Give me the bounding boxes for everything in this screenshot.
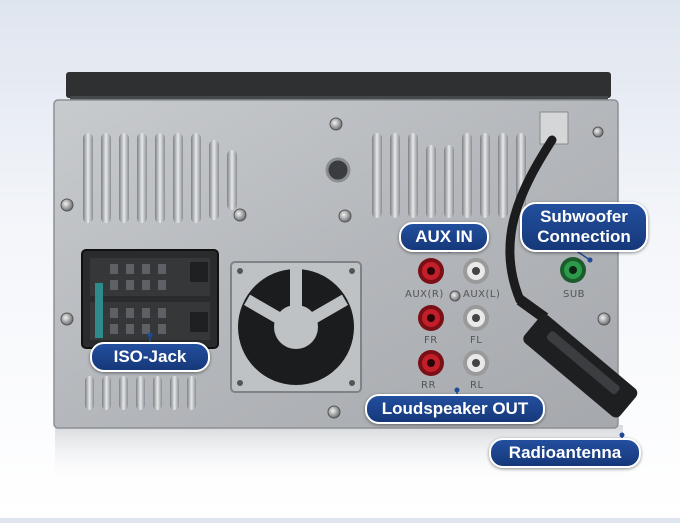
top-housing bbox=[66, 72, 611, 98]
callout-loudspeaker-out-text: Loudspeaker OUT bbox=[381, 399, 529, 418]
vent-slots-top-right bbox=[372, 133, 526, 218]
label-rr: RR bbox=[421, 380, 436, 391]
vent-slots-top-left bbox=[83, 133, 237, 223]
callout-iso-jack: ISO-Jack bbox=[90, 342, 210, 372]
callout-loudspeaker-out: Loudspeaker OUT bbox=[365, 394, 545, 424]
jack-fr bbox=[418, 305, 444, 331]
jack-fl bbox=[463, 305, 489, 331]
mounting-hole bbox=[325, 157, 351, 183]
rca-jacks bbox=[418, 257, 586, 376]
label-sub: SUB bbox=[563, 289, 586, 300]
callout-radioantenna: Radioantenna bbox=[489, 438, 641, 468]
callout-subwoofer-connection: Subwoofer Connection bbox=[520, 202, 648, 252]
cooling-fan bbox=[230, 261, 362, 393]
label-aux-l: AUX(L) bbox=[463, 289, 501, 300]
antenna-cable bbox=[505, 111, 638, 418]
jack-rr bbox=[418, 350, 444, 376]
label-rl: RL bbox=[470, 380, 484, 391]
jack-aux-r bbox=[418, 258, 444, 284]
callout-subwoofer-line1: Subwoofer bbox=[540, 207, 628, 226]
label-fr: FR bbox=[424, 335, 438, 346]
jack-sub bbox=[560, 257, 586, 283]
label-fl: FL bbox=[470, 335, 483, 346]
label-aux-r: AUX(R) bbox=[405, 289, 444, 300]
callout-radioantenna-text: Radioantenna bbox=[508, 443, 622, 462]
callout-subwoofer-line2: Connection bbox=[537, 227, 631, 246]
jack-aux-l bbox=[463, 258, 489, 284]
iso-connector bbox=[81, 249, 219, 349]
callout-iso-jack-text: ISO-Jack bbox=[113, 347, 187, 366]
callout-aux-in: AUX IN bbox=[399, 222, 489, 252]
jack-rl bbox=[463, 350, 489, 376]
vent-slots-bottom-left bbox=[85, 376, 196, 410]
callout-aux-in-text: AUX IN bbox=[415, 227, 473, 246]
